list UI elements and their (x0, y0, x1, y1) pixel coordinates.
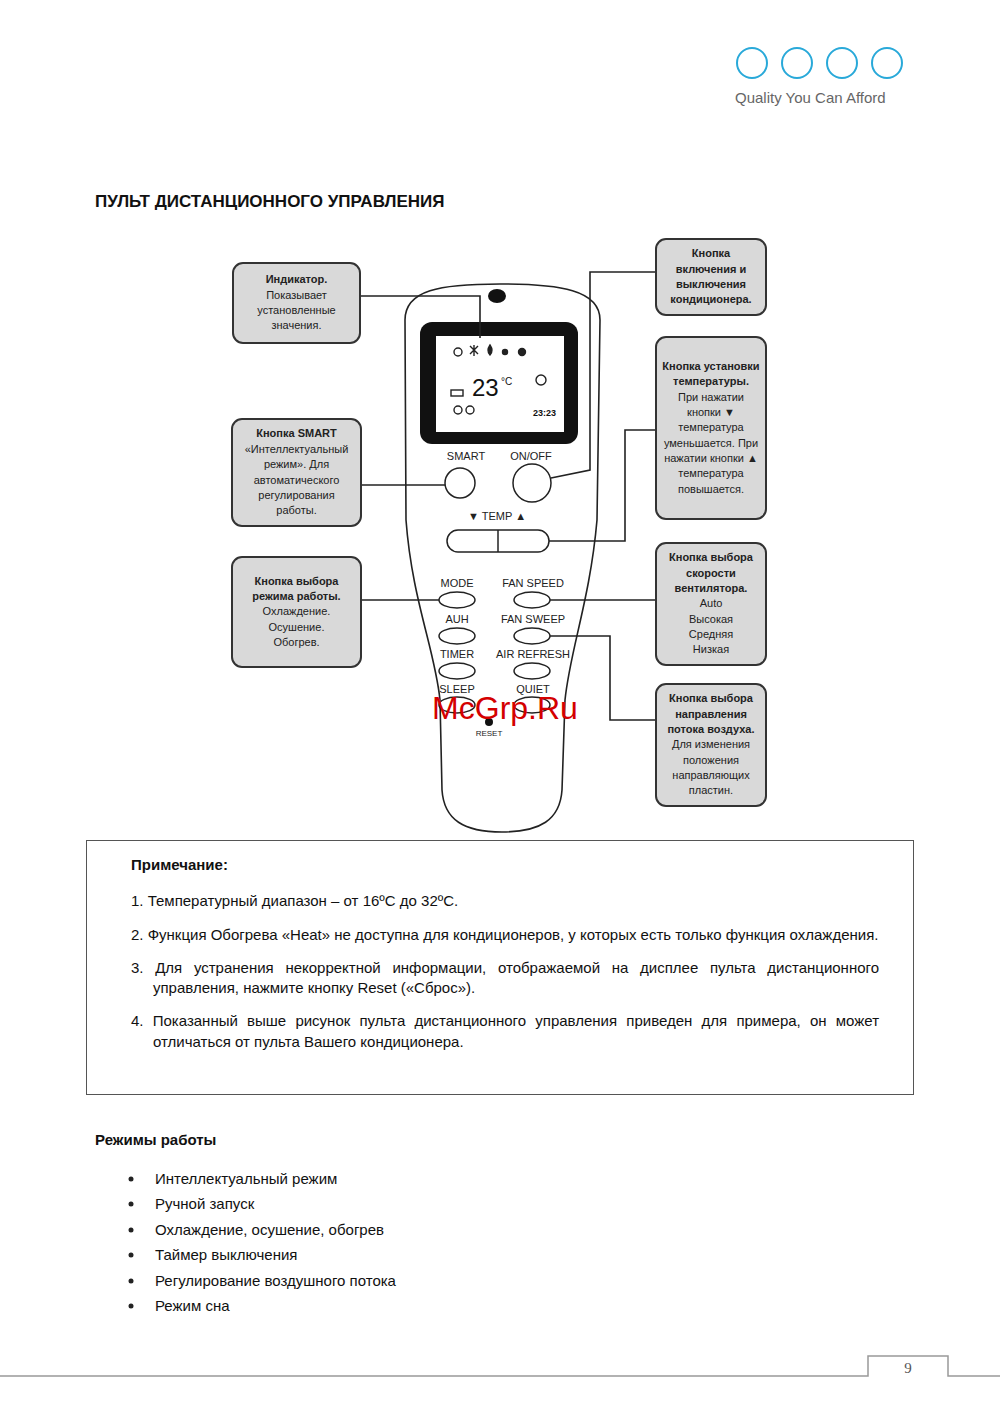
box-text: Охлаждение. (238, 604, 355, 619)
callout-box: Кнопка выбора скорости вентилятора.AutoВ… (655, 542, 767, 666)
box-text: При нажатии кнопки ▼ температура уменьша… (662, 390, 760, 498)
box-text: 4. Показанный выше рисунок пульта дистан… (131, 1011, 879, 1052)
button-label: FAN SWEEP (501, 613, 565, 626)
box-heading: Кнопка выбора направления потока воздуха… (662, 691, 760, 737)
page-number: 9 (904, 1360, 912, 1377)
box-text: Высокая (662, 612, 760, 627)
box-heading: Кнопка выбора режима работы. (238, 574, 355, 605)
display-clock: 23:23 (533, 408, 556, 418)
list-item: Интеллектуальный режим (155, 1170, 337, 1187)
logo-tagline: Quality You Can Afford (735, 89, 886, 106)
page-title: ПУЛЬТ ДИСТАНЦИОННОГО УПРАВЛЕНИЯ (95, 192, 444, 212)
box-heading: Примечание: (131, 855, 879, 875)
box-text: 2. Функция Обогрева «Heat» не доступна д… (131, 925, 879, 945)
button-label: ▼ TEMP ▲ (468, 510, 526, 523)
list-item: Режим сна (155, 1297, 230, 1314)
logo-circles (737, 48, 902, 78)
remote-control (405, 284, 600, 832)
button-label: MODE (441, 577, 474, 590)
callout-box: Кнопка SMART«Интеллектуальный режим». Дл… (231, 418, 362, 527)
box-heading: Кнопка SMART (238, 426, 355, 441)
section-heading: Режимы работы (95, 1131, 216, 1148)
callout-box: Кнопка выбора режима работы.Охлаждение.О… (231, 556, 362, 668)
box-text: 3. Для устранения некорректной информаци… (131, 958, 879, 999)
list-item: Таймер выключения (155, 1246, 297, 1263)
callout-box: Индикатор.Показывает установленные значе… (232, 262, 361, 344)
display-digits: 23 (472, 374, 499, 402)
note-box: Примечание: 1. Температурный диапазон – о… (86, 840, 914, 1095)
box-text: Осушение. (238, 620, 355, 635)
box-text: «Интеллектуальный режим». Для автоматиче… (238, 442, 355, 519)
box-heading: Кнопка включения и выключения кондиционе… (662, 246, 760, 308)
callout-box: Кнопка выбора направления потока воздуха… (655, 683, 767, 807)
button-label: RESET (476, 729, 503, 738)
display-unit: °C (501, 376, 512, 388)
box-text: Обогрев. (238, 635, 355, 650)
box-text: Показывает установленные значения. (239, 288, 354, 334)
button-label: SMART (447, 450, 485, 463)
box-heading: Индикатор. (239, 272, 354, 287)
box-text: 1. Температурный диапазон – от 16ºC до 3… (131, 891, 879, 911)
watermark: McGrp.Ru (432, 690, 578, 727)
button-label: AIR REFRESH (496, 648, 570, 661)
list-item: Охлаждение, осушение, обогрев (155, 1221, 384, 1238)
box-text: Низкая (662, 642, 760, 657)
button-label: AUH (445, 613, 468, 626)
page-tab (0, 1356, 1000, 1376)
button-label: ON/OFF (510, 450, 552, 463)
button-label: FAN SPEED (502, 577, 564, 590)
bullets (129, 1177, 134, 1309)
box-text: Auto (662, 596, 760, 611)
callout-box: Кнопка установки температуры.При нажатии… (655, 336, 767, 520)
list-item: Ручной запуск (155, 1195, 254, 1212)
callout-box: Кнопка включения и выключения кондиционе… (655, 238, 767, 316)
box-heading: Кнопка установки температуры. (662, 359, 760, 390)
button-label: TIMER (440, 648, 474, 661)
list-item: Регулирование воздушного потока (155, 1272, 396, 1289)
box-text: Средняя (662, 627, 760, 642)
leader-lines (361, 272, 655, 720)
box-heading: Кнопка выбора скорости вентилятора. (662, 550, 760, 596)
box-text: Для изменения положения направляющих пла… (662, 737, 760, 799)
